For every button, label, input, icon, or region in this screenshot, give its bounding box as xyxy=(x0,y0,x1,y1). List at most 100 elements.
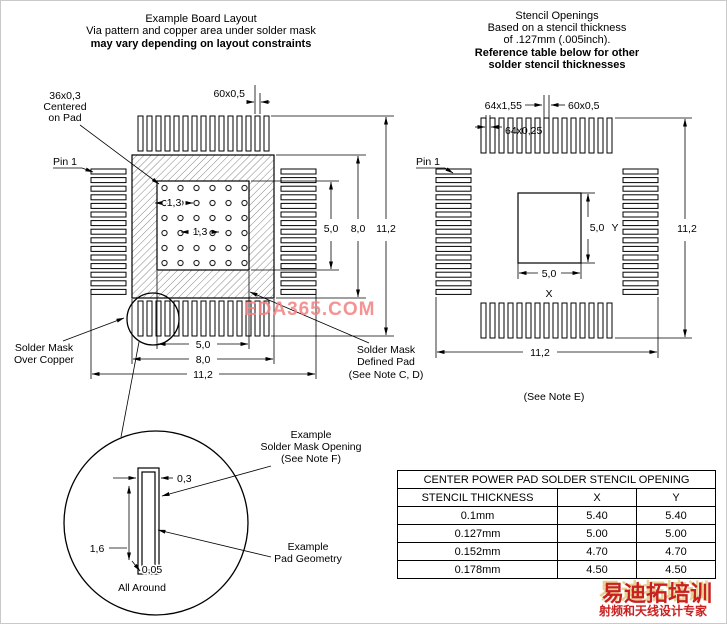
detail-pad-note: Example Pad Geometry xyxy=(157,529,343,565)
dim-0-3-text: 0,3 xyxy=(177,473,192,485)
pad xyxy=(507,302,514,339)
dim-11-2-h: 11,2 xyxy=(193,369,213,381)
title-line: Based on a stencil thickness xyxy=(488,22,627,34)
detail-circle xyxy=(63,430,249,616)
pad xyxy=(280,220,317,227)
table-row: 0.127mm 5.00 5.00 xyxy=(397,524,717,543)
via-note-line: Centered xyxy=(43,101,86,113)
board-vertical-dims: 5,0 8,0 11,2 xyxy=(251,115,396,337)
pad xyxy=(209,115,216,152)
board-horizontal-dims: 5,0 8,0 11,2 xyxy=(90,271,317,383)
axis-x-label: X xyxy=(545,288,552,300)
pad xyxy=(218,300,225,337)
via-note-line: on Pad xyxy=(48,112,81,124)
pad xyxy=(90,271,127,278)
cell-y: 5.00 xyxy=(635,524,717,543)
pad xyxy=(561,117,568,154)
via-count-note: 36x0,3 Centered on Pad xyxy=(43,90,160,185)
detail-mask-line: Solder Mask Opening xyxy=(261,441,362,453)
via xyxy=(193,184,200,192)
board-pad-row-top xyxy=(137,115,270,152)
dim-60x05-text: 60x0,5 xyxy=(568,100,600,112)
via xyxy=(209,229,216,237)
pad xyxy=(570,302,577,339)
dim-64x155-text: 64x1,55 xyxy=(485,100,523,112)
pad xyxy=(280,263,317,270)
board-pad-col-right xyxy=(280,168,317,295)
smd-note-line: Solder Mask xyxy=(357,344,416,356)
pad xyxy=(597,117,604,154)
title-line: Via pattern and copper area under solder… xyxy=(86,25,316,37)
pad xyxy=(263,115,270,152)
pad xyxy=(280,211,317,218)
title-line: solder stencil thicknesses xyxy=(489,59,626,71)
pad xyxy=(435,288,472,295)
detail-width-dim: 0,3 xyxy=(113,473,192,485)
via xyxy=(225,229,232,237)
via xyxy=(241,184,248,192)
pad xyxy=(90,211,127,218)
pad xyxy=(435,185,472,192)
via xyxy=(177,184,184,192)
via-pitch-text: 1,3 xyxy=(167,197,182,209)
pad xyxy=(90,288,127,295)
pad xyxy=(137,300,144,337)
pad xyxy=(543,117,550,154)
via xyxy=(193,214,200,222)
pad xyxy=(622,168,659,175)
pad xyxy=(280,237,317,244)
pad xyxy=(597,302,604,339)
dim-8-0-v: 8,0 xyxy=(351,223,366,235)
detail-pad-line: Pad Geometry xyxy=(274,553,342,565)
via-pitch-text: 1,3 xyxy=(193,226,208,238)
pad xyxy=(191,115,198,152)
pad xyxy=(254,300,261,337)
detail-pad-line: Example xyxy=(288,541,329,553)
pad xyxy=(155,300,162,337)
pad xyxy=(164,115,171,152)
pad xyxy=(516,117,523,154)
dim-5-0-v: 5,0 xyxy=(324,223,339,235)
pad xyxy=(280,280,317,287)
dim-y-text: 5,0 xyxy=(590,222,605,234)
via xyxy=(225,199,232,207)
board-pad-col-left xyxy=(90,168,127,295)
cell-thickness: 0.1mm xyxy=(397,506,558,525)
col-header-y: Y xyxy=(635,488,717,507)
pad xyxy=(435,194,472,201)
stencil-opening-table: CENTER POWER PAD SOLDER STENCIL OPENING … xyxy=(396,470,717,579)
pad xyxy=(254,115,261,152)
detail-mask-line: (See Note F) xyxy=(281,453,341,465)
cell-y: 5.40 xyxy=(635,506,717,525)
pad xyxy=(525,117,532,154)
via xyxy=(225,184,232,192)
via xyxy=(177,229,184,237)
pad xyxy=(227,300,234,337)
board-layout-title: Example Board Layout Via pattern and cop… xyxy=(86,13,316,50)
pad xyxy=(200,300,207,337)
via xyxy=(241,229,248,237)
table-title: CENTER POWER PAD SOLDER STENCIL OPENING xyxy=(396,470,717,489)
stencil-pad-row-bottom xyxy=(480,302,613,339)
via xyxy=(161,184,168,192)
pin1-text: Pin 1 xyxy=(53,156,77,168)
callout-connector xyxy=(120,341,140,438)
via xyxy=(241,244,248,252)
pad xyxy=(588,302,595,339)
center-pad xyxy=(156,180,250,271)
pad xyxy=(435,245,472,252)
pad xyxy=(90,220,127,227)
pad xyxy=(622,263,659,270)
title-line: Example Board Layout xyxy=(145,13,256,25)
pad xyxy=(622,202,659,209)
dim-width-text: 11,2 xyxy=(530,347,550,359)
via xyxy=(225,214,232,222)
pad xyxy=(606,302,613,339)
pad xyxy=(489,117,496,154)
pad xyxy=(182,115,189,152)
cell-thickness: 0.152mm xyxy=(397,542,558,561)
pad xyxy=(191,300,198,337)
stencil-top-dims: 64x1,55 60x0,5 64x0,25 xyxy=(475,95,600,137)
pad xyxy=(622,254,659,261)
